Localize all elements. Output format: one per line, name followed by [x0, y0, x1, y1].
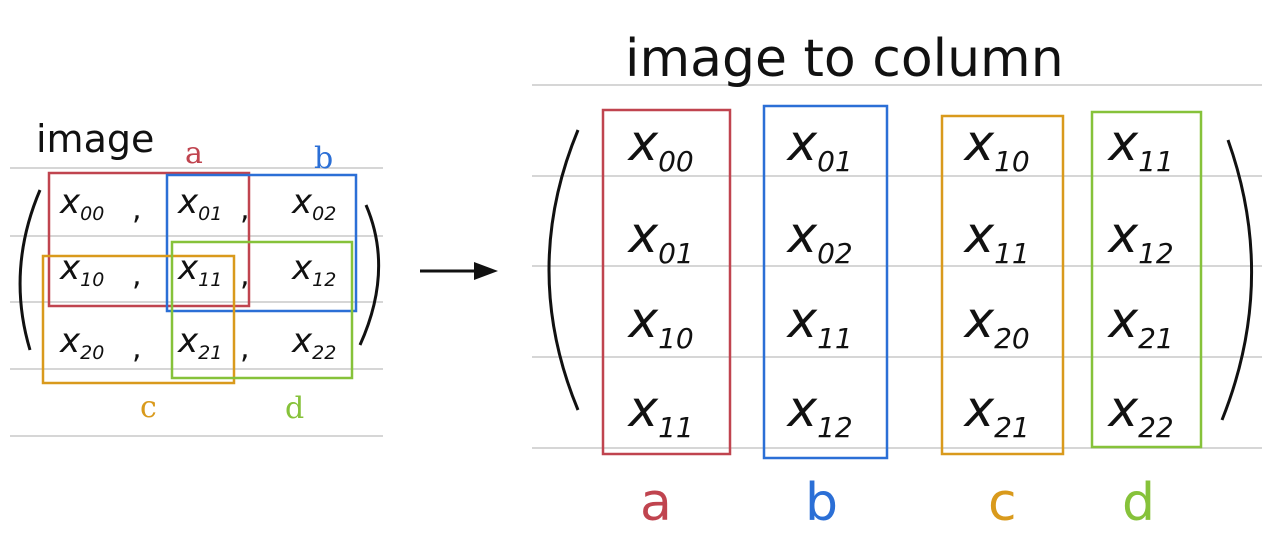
column-group-a: x00 x01 x10 x11 a [601, 108, 732, 533]
grid-cell-x00: x00 [59, 182, 104, 225]
left-image-panel: image a b c d x00, x01, x02 x10, x11, x12 x20,… [18, 117, 381, 426]
column-a-cell-x00: x00 [627, 114, 694, 178]
column-a-cell-x01: x01 [627, 206, 694, 270]
left-paren-open [18, 189, 42, 351]
column-b-cell-x11: x11 [786, 291, 853, 355]
image-grid: x00, x01, x02 x10, x11, x12 x20, x21, x22 [59, 182, 336, 366]
grid-cell-x02: x02 [291, 182, 336, 225]
column-d-cell-x22: x22 [1107, 380, 1174, 444]
column-c-box [940, 114, 1065, 456]
window-b-label: b [314, 141, 333, 176]
right-paren-open [547, 129, 580, 411]
column-d-cell-x21: x21 [1107, 291, 1174, 355]
window-d-label: d [285, 391, 304, 426]
grid-cell-x11: x11 [177, 248, 222, 291]
column-d-label: d [1122, 473, 1155, 533]
column-c-label: c [988, 473, 1017, 533]
column-groups: x00x01x10x11ax01x02x11x12bx10x11x20x21cx… [601, 104, 1203, 533]
im2col-title: image to column [625, 29, 1064, 89]
column-c-cell-x20: x20 [963, 291, 1030, 355]
grid-cell-x20: x20 [59, 321, 104, 364]
column-a-cell-x11: x11 [627, 380, 694, 444]
window-a-box [47, 171, 251, 308]
column-group-d: x11 x12 x21 x22 d [1090, 110, 1203, 533]
column-b-cell-x01: x01 [786, 114, 853, 178]
column-b-cell-x12: x12 [786, 380, 853, 444]
column-d-cell-x12: x12 [1107, 206, 1174, 270]
column-group-c: x10 x11 x20 x21 c [940, 114, 1065, 533]
grid-cell-x12: x12 [291, 248, 336, 291]
window-a-label: a [185, 136, 203, 171]
grid-cell-x10: x10 [59, 248, 104, 291]
window-d-box [170, 240, 354, 380]
grid-cell-x01: x01 [177, 182, 222, 225]
column-group-b: x01 x02 x11 x12 b [762, 104, 889, 533]
window-b-box [165, 173, 358, 313]
column-matrix-panel: image to column x00x01x10x11ax01x02x11x1… [547, 29, 1254, 533]
transform-arrow [420, 262, 498, 280]
column-b-label: b [805, 473, 838, 533]
image-label: image [36, 117, 154, 161]
grid-separator: , [240, 258, 250, 293]
grid-separator: , [132, 192, 142, 227]
column-d-cell-x11: x11 [1107, 114, 1174, 178]
left-paren-close [358, 204, 381, 346]
column-a-cell-x10: x10 [627, 291, 694, 355]
window-c-box [41, 254, 236, 385]
grid-separator: , [240, 331, 250, 366]
column-c-cell-x21: x21 [963, 380, 1030, 444]
grid-cell-x21: x21 [177, 321, 222, 364]
column-b-box [762, 104, 889, 460]
column-c-cell-x10: x10 [963, 114, 1030, 178]
right-paren-close [1220, 139, 1254, 421]
column-b-cell-x02: x02 [786, 206, 853, 270]
grid-cell-x22: x22 [291, 321, 336, 364]
grid-separator: , [132, 258, 142, 293]
column-d-box [1090, 110, 1203, 449]
column-c-cell-x11: x11 [963, 206, 1030, 270]
column-a-box [601, 108, 732, 456]
window-c-label: c [140, 390, 157, 425]
grid-separator: , [240, 192, 250, 227]
column-a-label: a [640, 473, 672, 533]
grid-separator: , [132, 331, 142, 366]
